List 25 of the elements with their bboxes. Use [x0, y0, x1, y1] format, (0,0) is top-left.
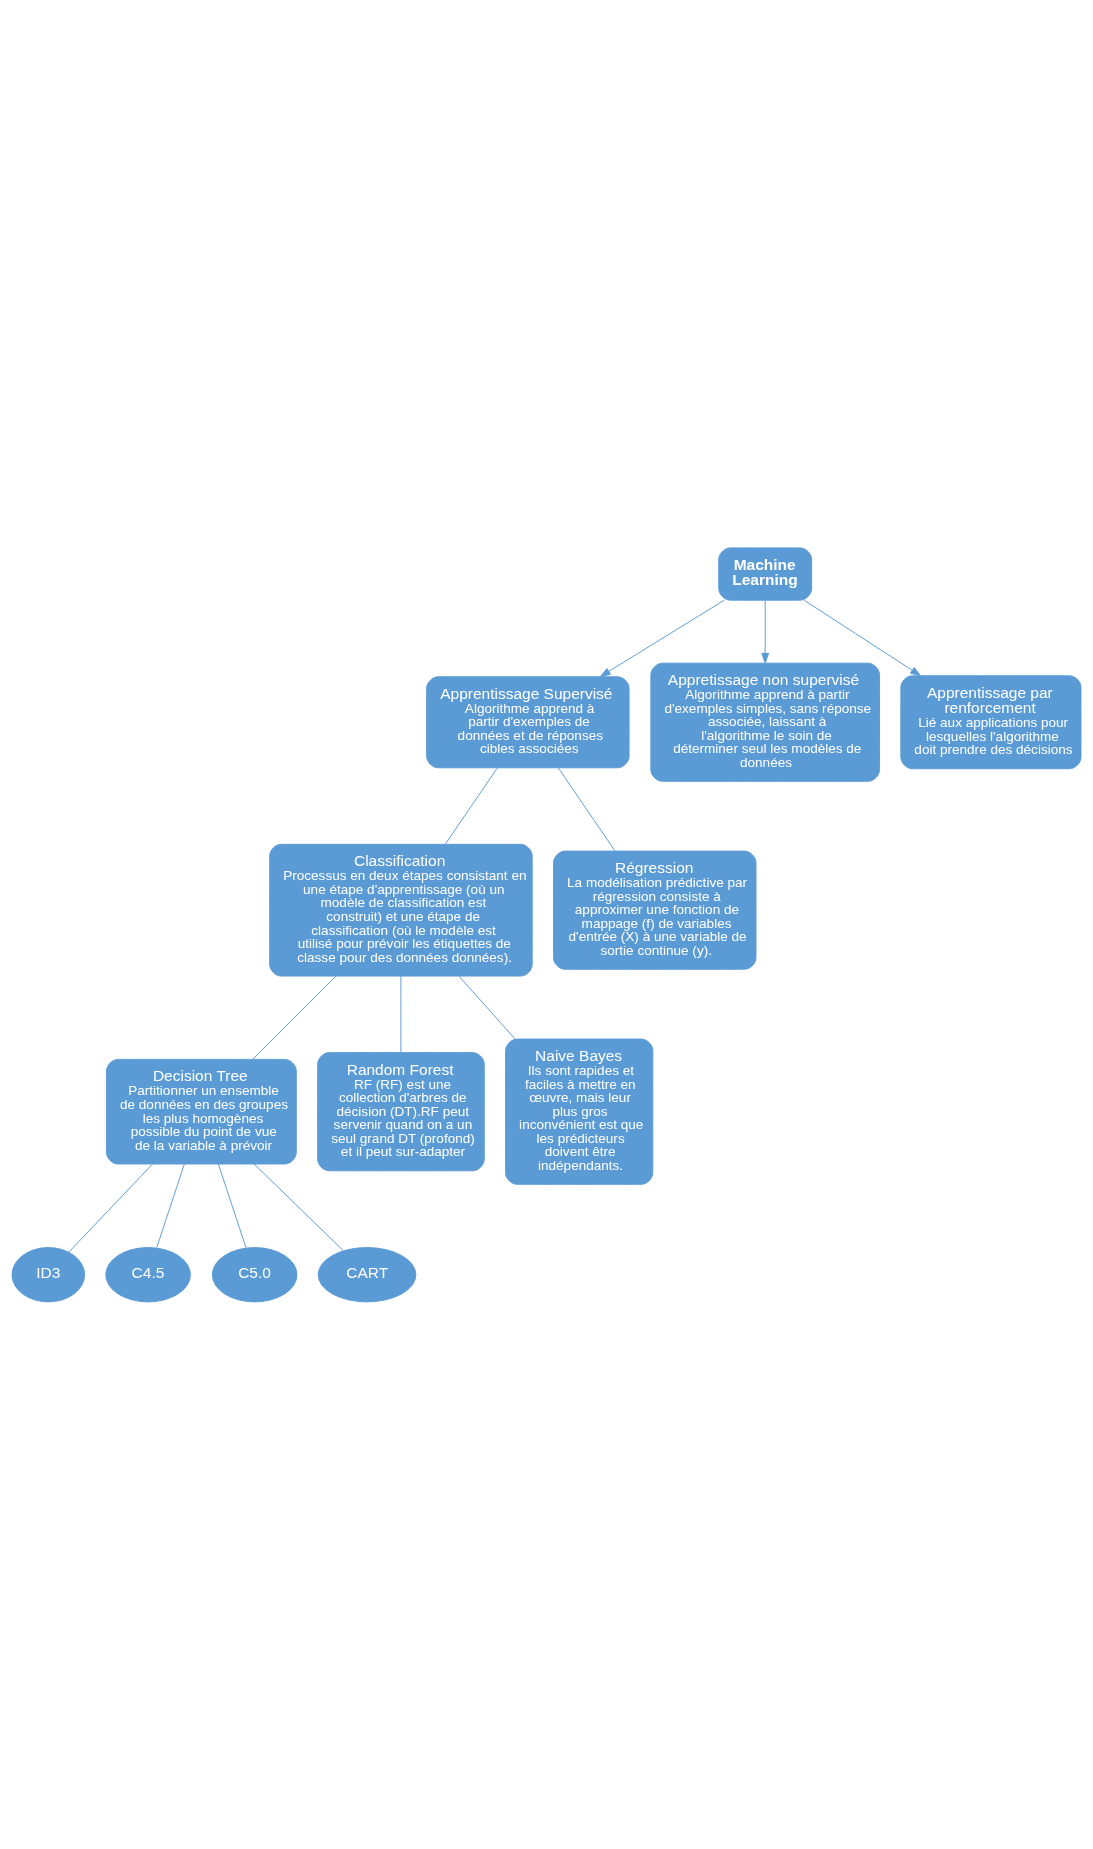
- node-box: Apprentissage par renforcement Lié aux applications pour lesquelles l'algorithme doit prendre des décisions: [900, 674, 1082, 769]
- node-ellipse: C4.5: [105, 1246, 191, 1302]
- node-box: Régression La modélisation prédictive par régression consiste à approximer une fonction de mappage (f) de variables d'entrée (X) à une variable de sortie continue (y).: [553, 850, 757, 970]
- node-box: Naive Bayes Ils sont rapides et faciles à mettre en œuvre, mais leur plus gros inconvénient est que les prédicteurs doivent être indépendants.: [505, 1038, 654, 1185]
- connector: [68, 1163, 153, 1252]
- connector: [156, 1163, 185, 1248]
- arrow: [803, 599, 921, 676]
- connector: [458, 975, 516, 1039]
- node-ellipse: ID3: [11, 1246, 86, 1302]
- connector: [400, 975, 402, 1053]
- node-box: Classification Processus en deux étapes consistant en une étape d'apprentissage (où un modèle de classification est construit) et une étape de classification (où le modèle est utilisé pour prévoir les étiquettes de classe pour des données données).: [269, 843, 533, 977]
- node-box: Machine Learning: [718, 546, 813, 601]
- arrow: [600, 599, 725, 677]
- arrow: [761, 599, 770, 663]
- node-ellipse: C5.0: [211, 1246, 298, 1302]
- node-box: Random Forest RF (RF) est une collection d'arbres de décision (DT).RF peut servenir quand on a un seul grand DT (profond) et il peut sur-adapter: [317, 1051, 485, 1171]
- connector: [252, 975, 337, 1060]
- connector: [444, 767, 498, 845]
- connector: [253, 1163, 344, 1251]
- connector: [558, 767, 616, 851]
- connector: [217, 1163, 247, 1248]
- node-box: Apprentissage Supervisé Algorithme apprend à partir d'exemples de données et de réponses cibles associées: [426, 675, 630, 768]
- node-ellipse: CART: [317, 1246, 417, 1302]
- node-box: Decision Tree Partitionner un ensemble de données en des groupes les plus homogènes possible du point de vue de la variable à prévoir: [105, 1058, 297, 1164]
- node-box: Appretissage non supervisé Algorithme apprend à partir d'exemples simples, sans réponse associée, laissant à l'algorithme le soin de déterminer seul les modèles de données: [650, 662, 880, 782]
